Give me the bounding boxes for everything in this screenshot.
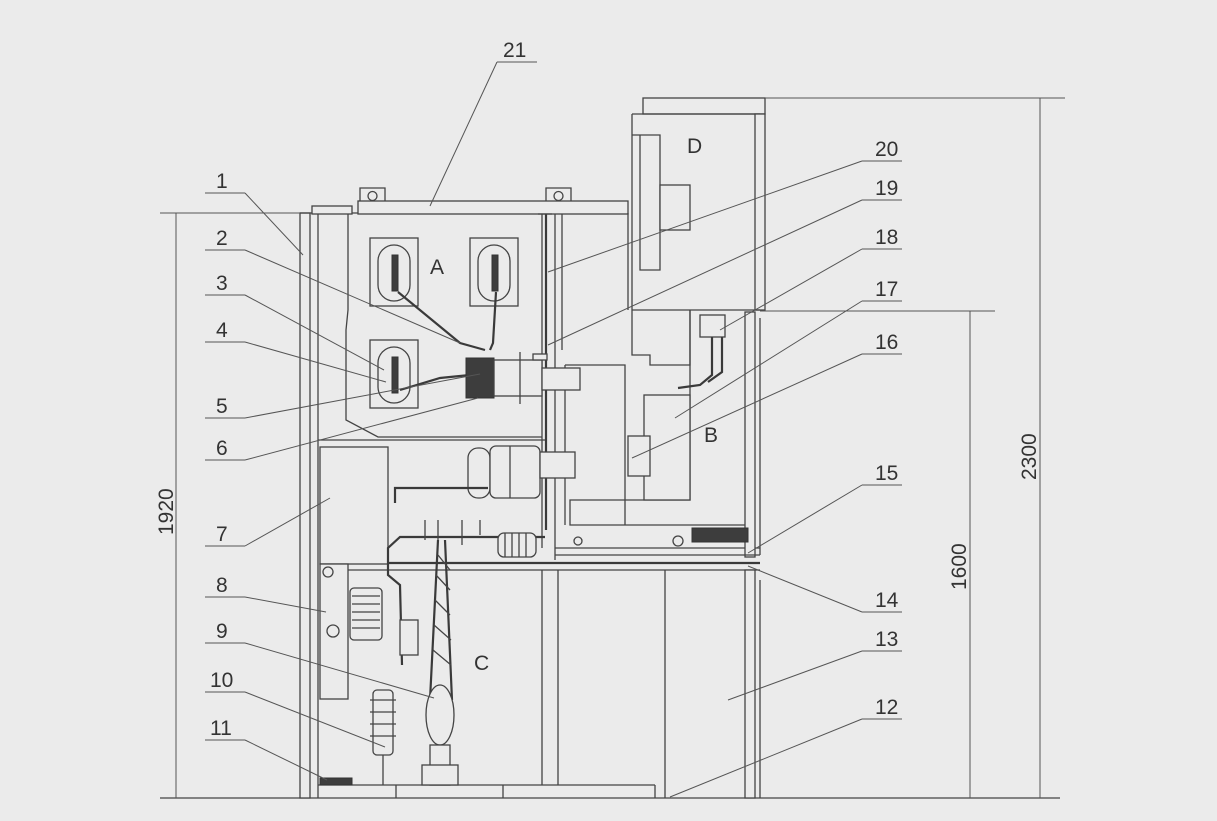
compartment-b-label: B: [704, 424, 718, 447]
callout-1: 1: [216, 170, 228, 193]
callout-12: 12: [875, 696, 898, 719]
compartment-c-label: C: [474, 652, 489, 675]
callout-5: 5: [216, 395, 228, 418]
callout-11: 11: [210, 717, 232, 740]
dimension-lines: [160, 97, 1065, 798]
callout-15: 15: [875, 462, 898, 485]
callout-17: 17: [875, 278, 898, 301]
callout-7: 7: [216, 523, 228, 546]
callout-16: 16: [875, 331, 898, 354]
callout-18: 18: [875, 226, 898, 249]
dimension-labels: 1920 2300 1600: [155, 433, 1041, 590]
callout-21: 21: [503, 39, 526, 62]
dimension-1600: 1600: [948, 543, 971, 590]
callout-numbers: 1 2 3 4 5 6 7 8 9 10 11 12 13 14 15 16 1…: [210, 39, 899, 740]
callout-2: 2: [216, 227, 228, 250]
compartment-a-label: A: [430, 256, 444, 279]
callout-4: 4: [216, 319, 228, 342]
compartment-labels: A B C D: [430, 135, 718, 675]
cable-compartment: [319, 446, 749, 786]
callout-3: 3: [216, 272, 228, 295]
compartment-d-label: D: [687, 135, 702, 158]
callout-9: 9: [216, 620, 228, 643]
callout-14: 14: [875, 589, 899, 612]
dimension-2300: 2300: [1018, 433, 1041, 480]
leader-lines: [205, 61, 902, 798]
callout-10: 10: [210, 669, 233, 692]
busbar-assembly: [369, 237, 581, 409]
callout-19: 19: [875, 177, 898, 200]
callout-13: 13: [875, 628, 898, 651]
breaker-lower-contact: [393, 445, 576, 503]
callout-6: 6: [216, 437, 228, 460]
cabinet-structure: [160, 97, 1060, 799]
dimension-1920: 1920: [155, 488, 178, 535]
callout-20: 20: [875, 138, 898, 161]
callout-8: 8: [216, 574, 228, 597]
